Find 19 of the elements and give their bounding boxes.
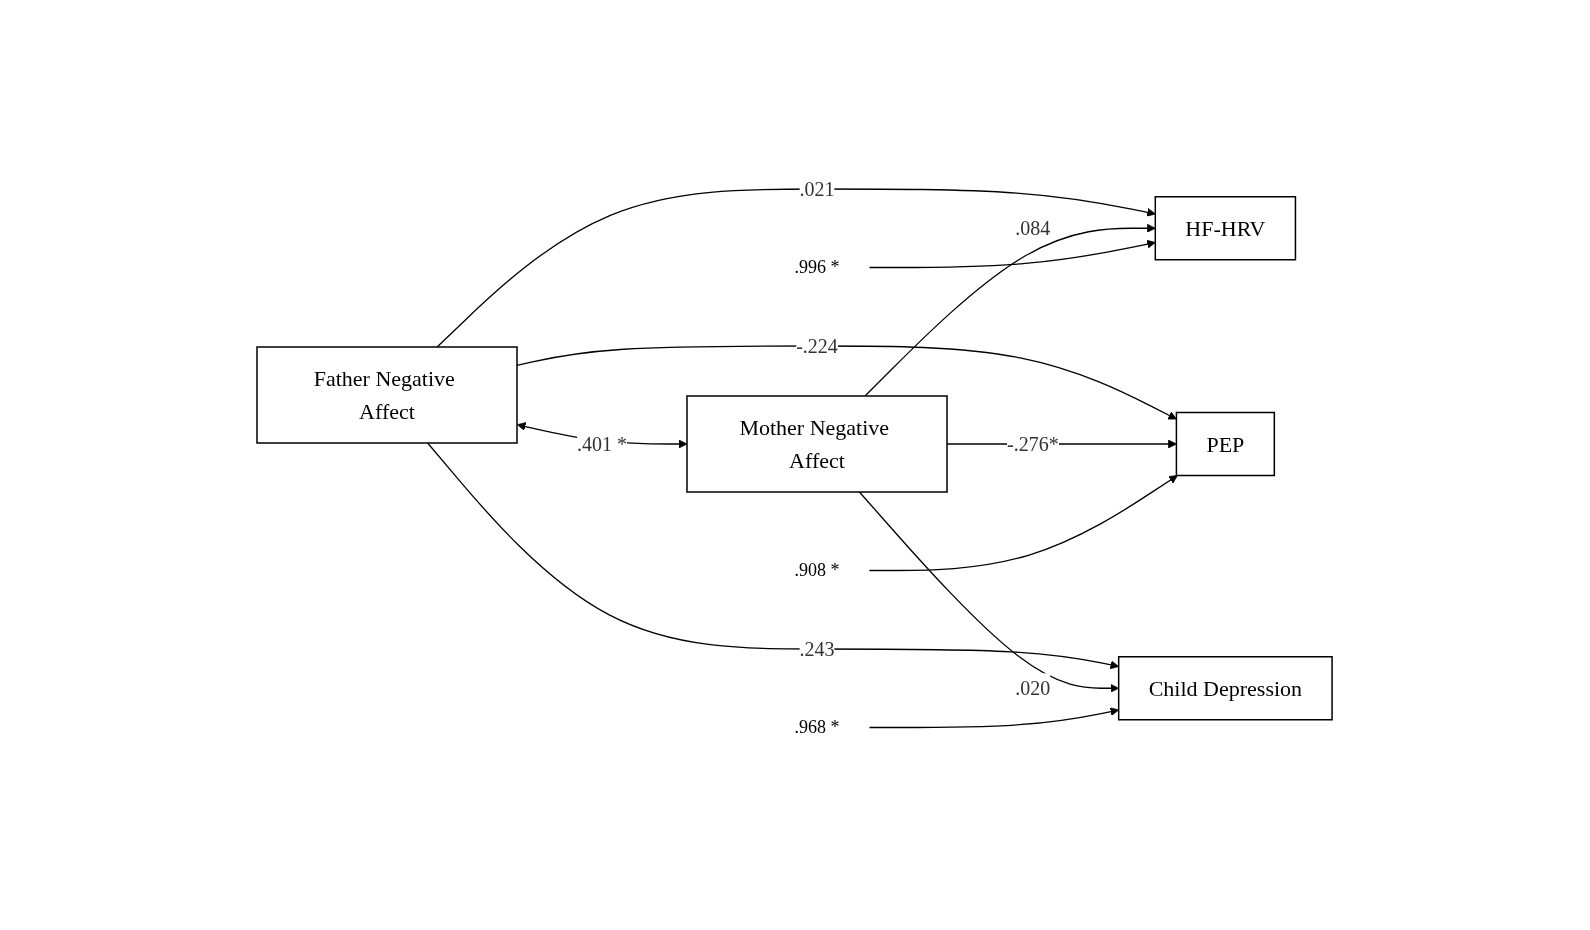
node-box: Mother Negative Affect	[686, 395, 949, 493]
edge-label: -.224	[796, 335, 839, 357]
edge-label: .020	[1015, 677, 1051, 700]
arrow	[859, 491, 1120, 693]
arrow	[869, 707, 1120, 729]
node-box: PEP	[1176, 411, 1276, 477]
edge-label: .021	[799, 178, 835, 200]
node-text: .968 *	[794, 717, 840, 737]
node-text: .996 *	[794, 257, 840, 277]
arrow	[869, 475, 1179, 572]
edge-label: -.276*	[1007, 433, 1060, 455]
node-box: Child Depression	[1118, 656, 1334, 721]
edge-label: .084	[1015, 217, 1051, 240]
edge-label: .243	[799, 638, 835, 660]
node-box: Father Negative Affect	[256, 346, 519, 444]
node-text: .908 *	[794, 560, 840, 580]
edge-label: .401 *	[577, 433, 628, 455]
node-box: HF-HRV	[1155, 196, 1297, 261]
arrow	[427, 442, 1120, 670]
